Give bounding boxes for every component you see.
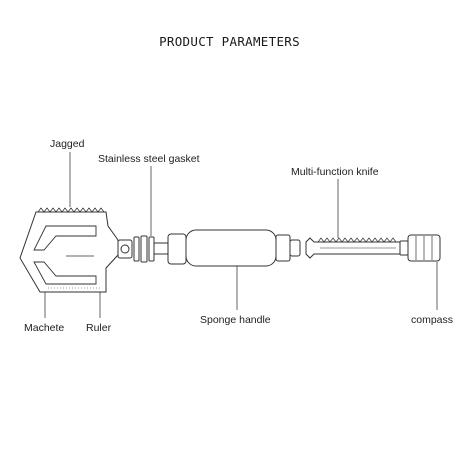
handle-tip <box>289 239 301 257</box>
sponge-handle <box>167 229 301 267</box>
label-jagged: Jagged <box>50 138 85 150</box>
page-title: PRODUCT PARAMETERS <box>159 34 300 49</box>
blade-outline <box>19 211 119 293</box>
label-multi-function-knife: Multi-function knife <box>291 166 379 178</box>
handle-cap-right <box>275 234 291 262</box>
label-compass: compass <box>411 314 454 326</box>
jagged-edge <box>37 207 105 213</box>
knife-serration <box>317 237 397 243</box>
connector <box>153 242 169 255</box>
gasket-ring-2 <box>140 235 148 263</box>
label-ruler: Ruler <box>86 322 112 334</box>
compass-neck <box>399 240 409 256</box>
hinge-assembly <box>117 235 169 263</box>
label-stainless-steel-gasket: Stainless steel gasket <box>98 153 200 165</box>
label-sponge-handle: Sponge handle <box>200 314 271 326</box>
hinge-bolt <box>120 244 130 254</box>
compass-cap <box>399 234 441 262</box>
shovel-blade <box>19 207 119 293</box>
gasket-ring-1 <box>133 236 140 262</box>
blade-cutout-lower <box>33 261 97 285</box>
multi-function-knife <box>305 237 401 259</box>
gasket-ring-3 <box>148 236 155 262</box>
blade-cutout-upper <box>33 225 97 251</box>
handle-cap-left <box>167 233 187 265</box>
handle-grip <box>185 229 277 267</box>
label-machete: Machete <box>24 322 65 334</box>
